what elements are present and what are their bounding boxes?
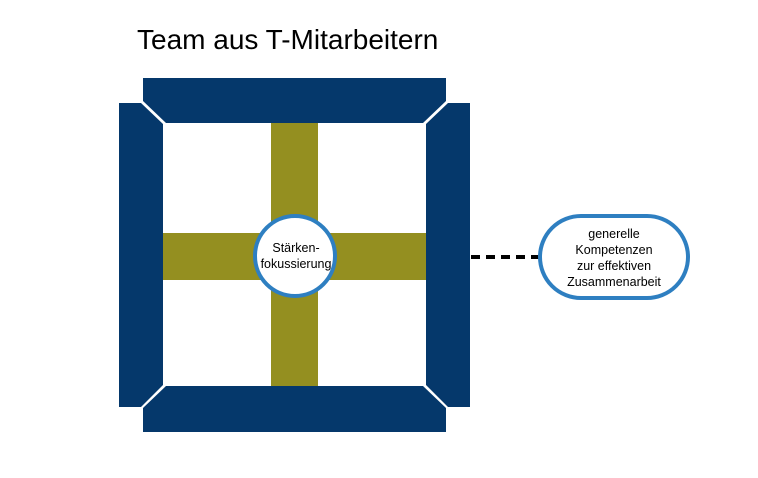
competence-node [538,214,690,300]
center-node-line2: fokussierung [260,257,332,271]
frame-right-bar [426,103,470,407]
page-title: Team aus T-Mitarbeitern [137,24,439,55]
frame-top-bar [143,78,446,123]
center-node-label: Stärken- fokussierung [250,240,342,272]
competence-node-label: generelle Kompetenzen zur effektiven Zus… [540,226,688,290]
center-circle [253,214,337,298]
competence-node-line2: Kompetenzen [575,243,653,257]
frame-bottom-bar [143,386,446,432]
competence-node-line1: generelle [588,227,640,241]
competence-node-line4: Zusammenarbeit [567,275,661,289]
center-node-line1: Stärken- [272,241,320,255]
frame-left-bar [119,103,163,407]
competence-node-line3: zur effektiven [576,259,652,273]
